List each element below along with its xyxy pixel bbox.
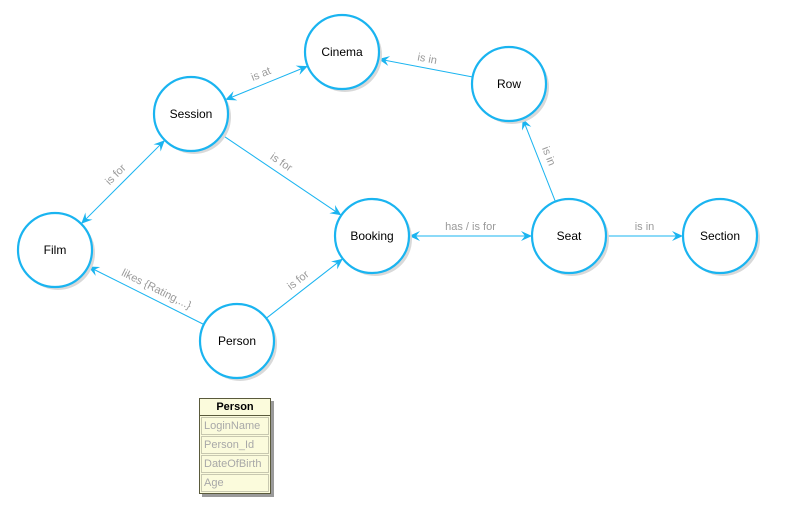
edge-seat-row: is in bbox=[522, 118, 557, 202]
edge-line bbox=[522, 118, 556, 202]
node-cinema[interactable]: Cinema bbox=[303, 13, 382, 92]
edge-line bbox=[80, 139, 166, 225]
arrowhead-start bbox=[409, 231, 420, 241]
node-booking[interactable]: Booking bbox=[333, 197, 412, 276]
arrowhead-end bbox=[295, 65, 308, 75]
node-circle bbox=[681, 197, 759, 275]
arrowhead-end bbox=[329, 205, 342, 216]
edge-session-cinema: is at bbox=[225, 65, 308, 101]
node-seat[interactable]: Seat bbox=[530, 197, 609, 276]
edge-seat-section: is in bbox=[606, 221, 683, 241]
node-film[interactable]: Film bbox=[16, 211, 95, 290]
node-row[interactable]: Row bbox=[470, 45, 549, 124]
edge-row-cinema: is in bbox=[378, 51, 473, 78]
node-circle bbox=[470, 45, 548, 123]
node-label: Row bbox=[497, 77, 521, 91]
entity-attribute-person-id: Person_Id bbox=[201, 436, 269, 454]
edge-label: is for bbox=[285, 268, 311, 292]
node-section[interactable]: Section bbox=[681, 197, 760, 276]
edge-line bbox=[378, 58, 473, 78]
arrowhead-end bbox=[81, 212, 93, 224]
edge-line bbox=[87, 266, 205, 325]
node-circle bbox=[198, 302, 276, 380]
node-circle bbox=[152, 75, 230, 153]
edge-label: has / is for bbox=[445, 221, 496, 233]
node-label: Session bbox=[170, 107, 213, 121]
node-label: Film bbox=[44, 243, 67, 257]
entity-attribute-date-of-birth: DateOfBirth bbox=[201, 455, 269, 473]
node-circle bbox=[16, 211, 94, 289]
edge-line bbox=[265, 258, 344, 319]
arrowhead-start bbox=[153, 140, 165, 152]
node-circle bbox=[530, 197, 608, 275]
person-entity-table: Person LoginName Person_Id DateOfBirth A… bbox=[199, 398, 271, 494]
edge-label: is in bbox=[539, 145, 557, 168]
edge-person-booking: is for bbox=[265, 258, 344, 319]
node-label: Booking bbox=[350, 229, 393, 243]
edge-session-film: is for bbox=[80, 139, 166, 225]
arrowhead-end bbox=[521, 231, 532, 241]
arrowhead-start bbox=[225, 91, 238, 101]
node-circle bbox=[303, 13, 381, 91]
edge-label: is in bbox=[416, 51, 437, 66]
edge-person-film: likes {Rating,...} bbox=[87, 266, 205, 325]
edge-label: is in bbox=[635, 221, 655, 233]
node-session[interactable]: Session bbox=[152, 75, 231, 154]
edge-label: is for bbox=[268, 151, 295, 174]
edge-session-booking: is for bbox=[221, 134, 342, 216]
node-label: Person bbox=[218, 334, 256, 348]
edge-label: is for bbox=[103, 162, 129, 188]
node-person[interactable]: Person bbox=[198, 302, 277, 381]
edge-label: is at bbox=[249, 65, 272, 84]
node-label: Cinema bbox=[321, 45, 363, 59]
edge-booking-seat: has / is for bbox=[409, 221, 532, 241]
node-label: Section bbox=[700, 229, 740, 243]
edge-line bbox=[225, 65, 308, 101]
arrowhead-end bbox=[331, 258, 343, 270]
entity-attribute-login-name: LoginName bbox=[201, 417, 269, 435]
edge-line bbox=[221, 134, 342, 216]
node-label: Seat bbox=[557, 229, 582, 243]
entity-attribute-age: Age bbox=[201, 474, 269, 492]
entity-table-title: Person bbox=[200, 399, 270, 416]
node-circle bbox=[333, 197, 411, 275]
arrowhead-end bbox=[672, 231, 683, 241]
edge-label: likes {Rating,...} bbox=[119, 267, 193, 312]
